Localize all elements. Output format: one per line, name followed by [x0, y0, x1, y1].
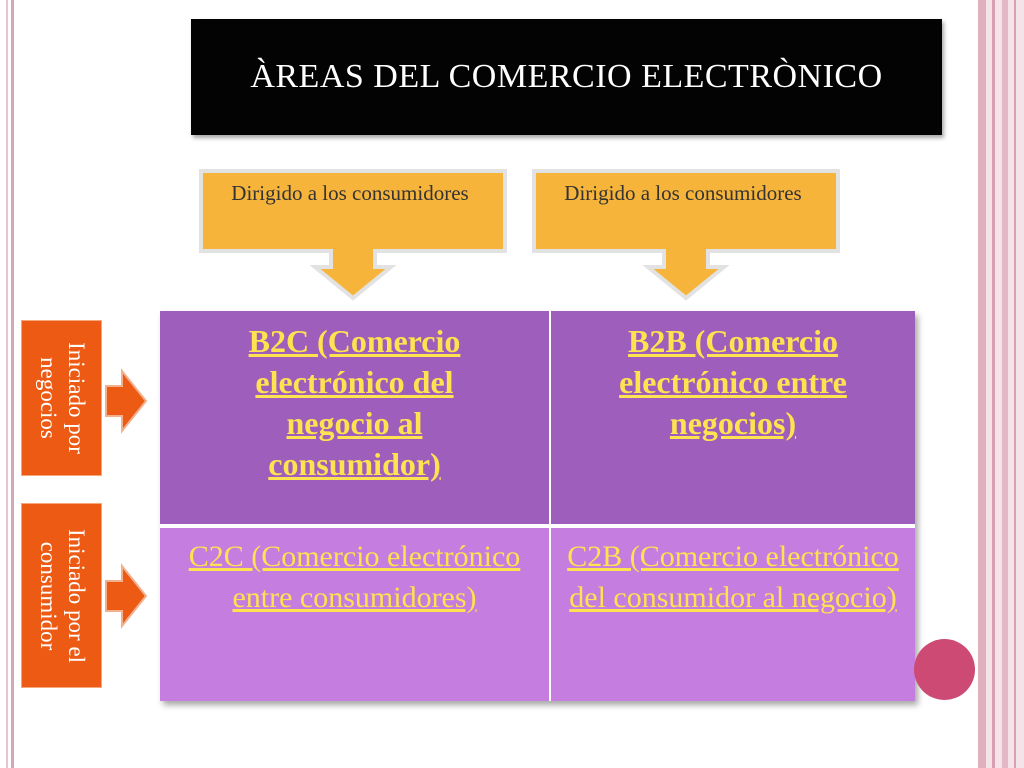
- cell-b2c: B2C (Comercio electrónico del negocio al…: [160, 311, 549, 524]
- row-divider: [160, 524, 915, 528]
- side-box-consumidor: Iniciado por el consumidor: [21, 503, 102, 688]
- callout-right: Dirigido a los consumidores: [531, 168, 841, 301]
- left-border-decoration: [0, 0, 14, 768]
- cell-c2b-text: C2B (Comercio electrónico del consumidor…: [567, 540, 899, 614]
- title-box: ÀREAS DEL COMERCIO ELECTRÒNICO: [191, 19, 942, 135]
- callout-left-label: Dirigido a los consumidores: [231, 181, 469, 205]
- cell-b2b: B2B (Comercio electrónico entre negocios…: [551, 311, 915, 524]
- column-divider: [549, 311, 551, 701]
- callout-left-shape: [199, 169, 507, 301]
- cell-c2b: C2B (Comercio electrónico del consumidor…: [551, 528, 915, 701]
- side-label-negocios: Iniciado por negocios: [35, 342, 89, 454]
- cell-c2c: C2C (Comercio electrónico entre consumid…: [160, 528, 549, 701]
- commerce-grid: B2C (Comercio electrónico del negocio al…: [160, 311, 915, 701]
- cell-c2c-text: C2C (Comercio electrónico entre consumid…: [188, 540, 521, 614]
- right-border-decoration: [978, 0, 1024, 768]
- callout-left: Dirigido a los consumidores: [198, 168, 508, 301]
- side-box-negocios: Iniciado por negocios: [21, 320, 102, 476]
- side-label-consumidor: Iniciado por el consumidor: [35, 528, 89, 663]
- slide-title: ÀREAS DEL COMERCIO ELECTRÒNICO: [250, 58, 883, 95]
- side-arrow-consumidor: [105, 563, 148, 629]
- cell-b2b-text: B2B (Comercio electrónico entre negocios…: [619, 323, 847, 441]
- callout-right-label: Dirigido a los consumidores: [564, 181, 802, 205]
- cell-b2c-text: B2C (Comercio electrónico del negocio al…: [248, 323, 461, 482]
- accent-circle: [914, 639, 975, 700]
- side-arrow-negocios: [105, 368, 148, 434]
- callout-right-shape: [532, 169, 840, 301]
